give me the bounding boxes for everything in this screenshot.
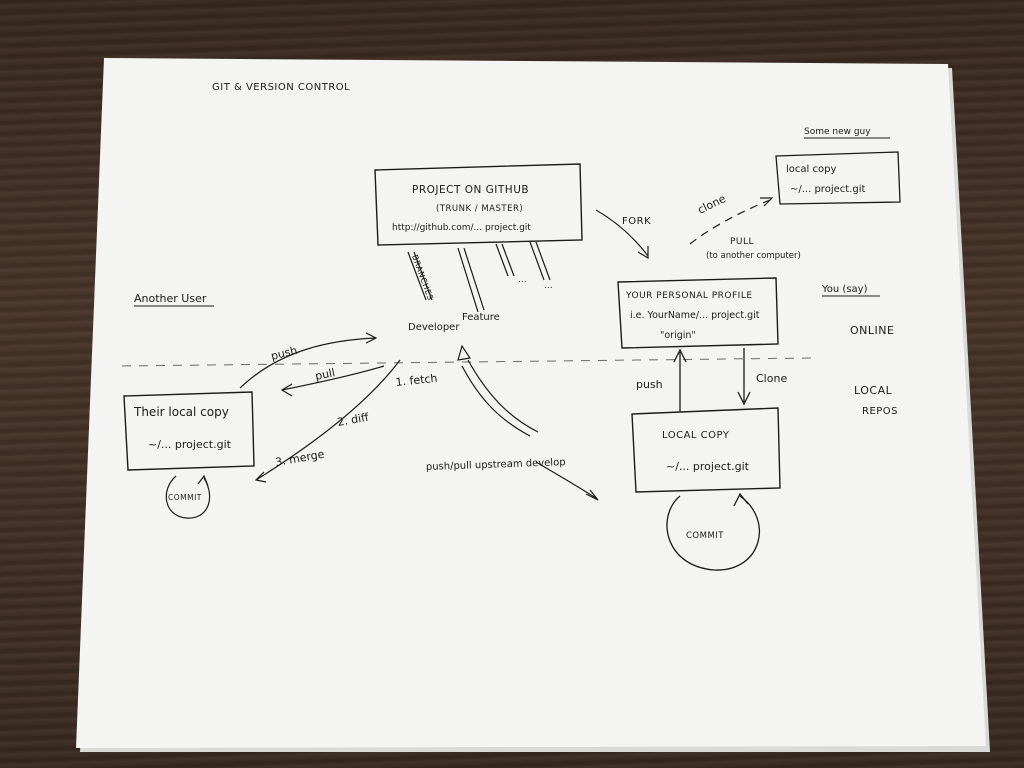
branch-lines: [407, 241, 551, 313]
upstream-arrows: [457, 344, 599, 501]
local-box-line1: LOCAL COPY: [662, 430, 730, 441]
new-guy-local-copy-box: local copy ~/... project.git: [775, 151, 901, 205]
push-arrow-another-user: [239, 332, 378, 389]
local-commit-label: COMMIT: [686, 531, 724, 541]
local-label-1: LOCAL: [854, 384, 893, 397]
their-box-line1: Their local copy: [133, 405, 229, 419]
another-user-label: Another User: [134, 292, 207, 305]
fetch-diff-merge-arrow: [254, 359, 401, 483]
local-commit-loop: [666, 492, 760, 571]
developer-label: Developer: [408, 322, 460, 333]
profile-box-line1: YOUR PERSONAL PROFILE: [625, 291, 753, 301]
pull-other-sub: (to another computer): [706, 251, 801, 261]
personal-profile-box: YOUR PERSONAL PROFILE i.e. YourName/... …: [617, 277, 779, 349]
new-guy-box-line1: local copy: [786, 164, 836, 175]
local-label-2: REPOS: [862, 406, 898, 417]
fork-arrow: [595, 209, 649, 260]
local-box-line2: ~/... project.git: [666, 460, 750, 473]
diagram-title: GIT & VERSION CONTROL: [212, 82, 350, 93]
pull-label-left: pull: [314, 366, 336, 383]
fetch-label: 1. fetch: [395, 372, 438, 389]
push-pull-upstream-label: push/pull upstream develop: [426, 457, 566, 473]
their-box-line2: ~/... project.git: [148, 438, 232, 451]
pull-other-label: PULL: [730, 237, 754, 247]
push-up-arrow: [673, 348, 687, 412]
their-commit-loop: [165, 474, 211, 519]
push-label-left: push: [270, 344, 299, 363]
their-local-copy-box: Their local copy ~/... project.git: [123, 391, 255, 471]
online-label: ONLINE: [850, 324, 894, 337]
clone-dashed-arrow: [689, 197, 774, 245]
fork-label: FORK: [622, 216, 651, 227]
branch-ellipsis-2: ...: [544, 281, 553, 291]
local-copy-box: LOCAL COPY ~/... project.git: [631, 407, 781, 493]
new-guy-box-line2: ~/... project.git: [790, 184, 865, 195]
you-say-label: You (say): [821, 284, 868, 295]
feature-label: Feature: [462, 312, 500, 323]
profile-box-line3: "origin": [660, 330, 696, 341]
diff-label: 2. diff: [336, 411, 370, 429]
github-box-line2: (TRUNK / MASTER): [436, 204, 523, 214]
branch-ellipsis-1: ...: [518, 275, 527, 285]
push-right-label: push: [636, 378, 663, 391]
pull-arrow-another-user: [280, 365, 385, 397]
some-new-guy-label: Some new guy: [804, 127, 871, 137]
their-commit-label: COMMIT: [168, 493, 202, 502]
github-project-box: PROJECT ON GITHUB (TRUNK / MASTER) http:…: [374, 163, 583, 246]
paper-sheet: [76, 58, 986, 748]
profile-box-line2: i.e. YourName/... project.git: [630, 310, 760, 321]
online-local-divider: [121, 357, 813, 367]
github-box-line3: http://github.com/... project.git: [392, 223, 531, 233]
github-box-line1: PROJECT ON GITHUB: [412, 184, 529, 196]
clone-right-label: Clone: [756, 372, 787, 385]
clone-down-arrow: [737, 348, 751, 406]
